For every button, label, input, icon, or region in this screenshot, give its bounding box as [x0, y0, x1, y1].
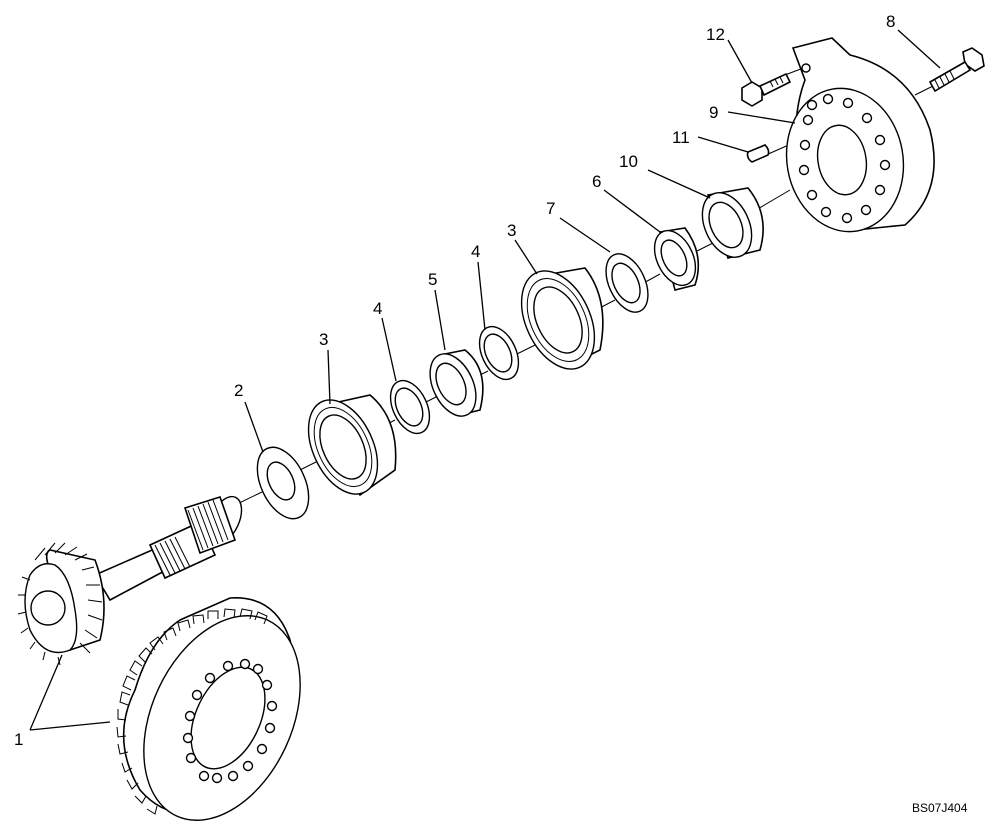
- callout-10: 10: [619, 152, 638, 171]
- part-bearing-3-lower: [307, 394, 397, 497]
- callout-3-upper: 3: [507, 221, 516, 240]
- pinion-gear-teeth: [17, 542, 103, 666]
- part-bearing-cup-10: [701, 187, 764, 259]
- ring-gear: [116, 597, 301, 821]
- pinion-shaft: [17, 495, 243, 666]
- callout-5: 5: [428, 270, 437, 289]
- ring-gear-teeth: [116, 608, 268, 815]
- part-washer-2: [256, 446, 310, 520]
- callout-3-lower: 3: [319, 330, 328, 349]
- part-bearing-3-upper: [520, 267, 604, 370]
- figure-code: BS07J404: [912, 801, 968, 815]
- callout-9: 9: [709, 103, 718, 122]
- part-spacer-4-upper: [478, 325, 520, 381]
- housing-bolt-holes: [798, 93, 891, 224]
- leader-lines: [29, 29, 941, 731]
- callout-8: 8: [886, 12, 895, 31]
- callout-11: 11: [672, 128, 690, 147]
- callout-7: 7: [546, 199, 555, 218]
- part-bolt-8: [928, 47, 985, 93]
- part-spacer-4-lower: [389, 379, 431, 435]
- callout-12: 12: [706, 25, 725, 44]
- callout-6: 6: [592, 172, 601, 191]
- callout-1: 1: [14, 730, 23, 749]
- part-housing-9: [785, 37, 935, 233]
- shaft-splines: [154, 499, 229, 576]
- part-locknut-6: [653, 227, 700, 291]
- callout-4-lower: 4: [373, 299, 382, 318]
- callout-labels: 1 2 3 4 5 4 3 7 6 10 11 9 12 8: [14, 12, 895, 749]
- part-dowel-pin-11: [746, 144, 770, 163]
- ring-gear-bolt-holes: [182, 658, 278, 784]
- part-washer-7: [605, 253, 649, 313]
- part-seal-5: [429, 349, 484, 417]
- callout-4-upper: 4: [471, 242, 480, 261]
- callout-2: 2: [234, 381, 243, 400]
